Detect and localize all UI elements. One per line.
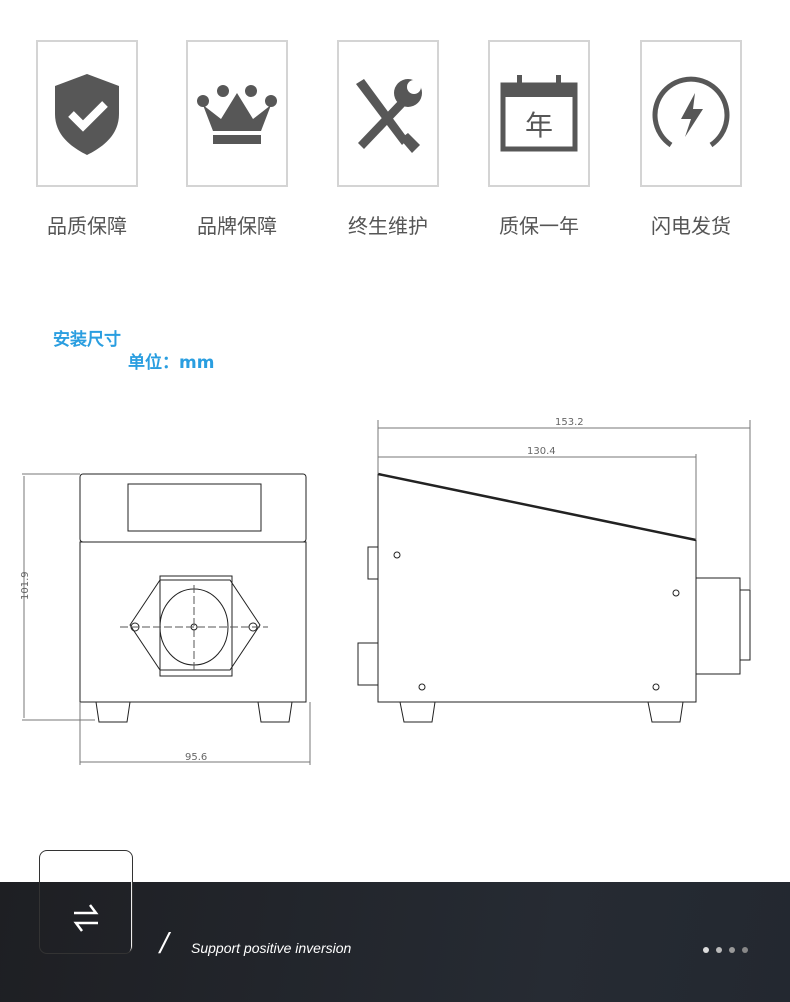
front-view <box>22 473 311 765</box>
svg-text:年: 年 <box>525 109 553 142</box>
feature-label: 质保一年 <box>499 214 579 238</box>
swap-arrows-icon <box>73 904 99 932</box>
carousel-dot[interactable] <box>703 947 709 953</box>
calendar-year-icon: 年 <box>500 74 578 151</box>
crown-icon <box>197 84 277 144</box>
feature-icon-box <box>39 850 133 954</box>
carousel-dots <box>703 947 748 953</box>
shield-check-icon <box>55 73 119 155</box>
feature-box-brand <box>186 40 288 187</box>
body-length-dimension: 130.4 <box>527 446 556 457</box>
carousel-dot[interactable] <box>729 947 735 953</box>
unit-label: 单位：mm <box>128 353 215 373</box>
feature-label: 品质保障 <box>47 214 127 238</box>
feature-box-quality <box>36 40 138 187</box>
feature-label: 品牌保障 <box>197 214 277 238</box>
width-dimension: 95.6 <box>185 752 207 763</box>
carousel-dot[interactable] <box>716 947 722 953</box>
slash-divider: / <box>160 928 169 958</box>
feature-box-maintenance <box>337 40 439 187</box>
section-title: 安装尺寸 <box>53 330 121 350</box>
lightning-icon <box>652 76 730 147</box>
banner-caption: Support positive inversion <box>191 940 352 956</box>
side-view <box>357 420 751 723</box>
carousel-dot[interactable] <box>742 947 748 953</box>
dimension-drawing: 101.9 95.6 153.2 130.4 <box>20 417 751 765</box>
feature-box-shipping <box>640 40 742 187</box>
tools-icon <box>356 78 422 153</box>
feature-box-warranty: 年 <box>488 40 590 187</box>
feature-label: 闪电发货 <box>651 214 731 238</box>
height-dimension: 101.9 <box>20 571 31 600</box>
feature-label: 终生维护 <box>348 214 428 238</box>
total-length-dimension: 153.2 <box>555 417 584 428</box>
